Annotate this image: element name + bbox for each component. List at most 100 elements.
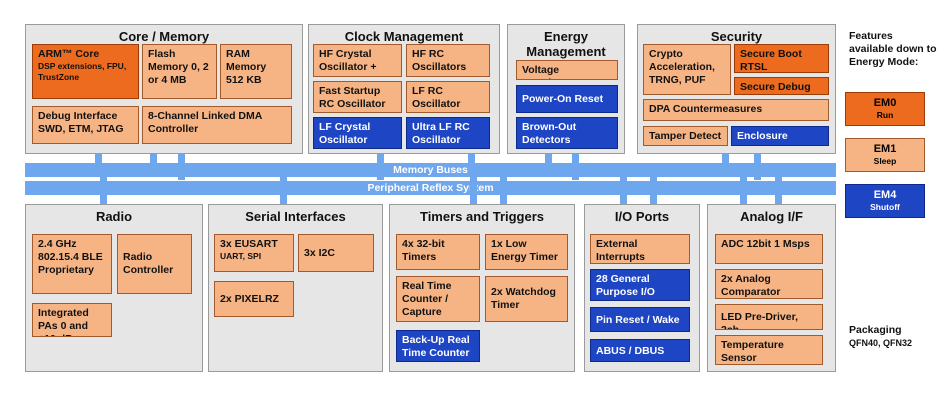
crypto-acceleration-block: Crypto Acceleration, TRNG, PUF: [643, 44, 731, 95]
block-label: Fast Startup RC Oscillator: [319, 85, 386, 110]
ultra-lf-rc-oscillator-block: Ultra LF RC Oscillator: [406, 117, 490, 149]
bus-connector: [740, 177, 747, 204]
enclosure-tamper-block: Enclosure Tamper: [731, 126, 829, 146]
hf-rc-oscillator-block: HF RC Oscillators: [406, 44, 490, 77]
group-title: Analog I/F: [740, 209, 803, 224]
block-label: 3x I2C: [304, 247, 335, 259]
bus-connector: [95, 154, 102, 163]
block-label: Real Time Counter / Capture: [402, 280, 452, 318]
legend-sublabel: Run: [876, 110, 894, 120]
bus-label: Memory Buses: [393, 164, 468, 176]
packaging-title: Packaging: [849, 324, 902, 336]
block-label: 2.4 GHz 802.15.4 BLE Proprietary: [38, 238, 103, 276]
block-label: 2x PIXELRZ: [220, 293, 279, 305]
radio-controller-block: Radio Controller: [117, 234, 192, 294]
block-label: 3x EUSART: [220, 238, 278, 250]
tamper-detect-block: Tamper Detect: [643, 126, 728, 146]
led-pre-driver-block: LED Pre-Driver, 2ch: [715, 304, 823, 330]
lf-crystal-oscillator-block: LF Crystal Oscillator: [313, 117, 402, 149]
secure-debug-block: Secure Debug: [734, 77, 829, 95]
gpio-block: 28 General Purpose I/O: [590, 269, 690, 301]
debug-interface-block: Debug Interface SWD, ETM, JTAG: [32, 106, 139, 144]
group-title: Radio: [95, 209, 133, 224]
voltage-regulators-block: Voltage Regulators: [516, 60, 618, 80]
group-title: Security: [710, 29, 763, 44]
block-sublabel: UART, SPI: [220, 251, 262, 261]
bus-connector: [620, 177, 627, 204]
hf-crystal-oscillator-block: HF Crystal Oscillator + PLL: [313, 44, 402, 77]
block-label: Tamper Detect: [649, 130, 722, 142]
block-label: ARM™ Core: [38, 48, 100, 60]
bus-connector: [150, 154, 157, 163]
block-label: RAM Memory 512 KB: [226, 48, 267, 86]
block-label: Brown-Out Detectors: [522, 121, 577, 146]
temperature-sensor-block: Temperature Sensor: [715, 335, 823, 365]
radio-band-block: 2.4 GHz 802.15.4 BLE Proprietary: [32, 234, 112, 294]
block-label: Power-On Reset: [522, 93, 604, 105]
block-label: Secure Boot RTSL: [740, 48, 802, 73]
analog-comparator-block: 2x Analog Comparator: [715, 269, 823, 299]
adc-block: ADC 12bit 1 Msps: [715, 234, 823, 264]
block-label: 28 General Purpose I/O: [596, 273, 655, 298]
memory-bus: Memory Buses: [25, 163, 836, 177]
group-title: Serial Interfaces: [245, 209, 346, 224]
bus-connector: [650, 177, 657, 204]
block-label: Temperature Sensor: [721, 339, 784, 364]
secure-boot-block: Secure Boot RTSL: [734, 44, 829, 73]
block-label: LED Pre-Driver, 2ch: [721, 311, 799, 330]
bus-connector: [545, 154, 552, 163]
legend-em4: EM4 Shutoff: [845, 184, 925, 218]
external-interrupts-block: External Interrupts: [590, 234, 690, 264]
legend-label: EM1: [873, 143, 897, 155]
fast-startup-rc-oscillator-block: Fast Startup RC Oscillator: [313, 81, 402, 113]
legend-sublabel: Shutoff: [870, 202, 900, 212]
block-label: Flash Memory 0, 2 or 4 MB: [148, 48, 209, 86]
bus-connector: [470, 177, 477, 204]
pin-reset-wake-block: Pin Reset / Wake: [590, 307, 690, 332]
legend-em0: EM0 Run: [845, 92, 925, 126]
block-label: Debug Interface SWD, ETM, JTAG: [38, 110, 124, 135]
block-label: ADC 12bit 1 Msps: [721, 238, 810, 250]
abus-dbus-block: ABUS / DBUS: [590, 339, 690, 362]
block-label: HF Crystal Oscillator + PLL: [319, 48, 377, 76]
bus-connector: [100, 177, 107, 204]
ram-memory-block: RAM Memory 512 KB: [220, 44, 292, 99]
bus-connector: [500, 177, 507, 204]
block-label: 4x 32-bit Timers: [402, 238, 445, 263]
group-title: I/O Ports: [614, 209, 670, 224]
group-title: Clock Management: [344, 29, 464, 44]
block-label: LF RC Oscillator: [412, 85, 461, 110]
bus-connector: [775, 177, 782, 204]
backup-real-time-counter-block: Back-Up Real Time Counter: [396, 330, 480, 362]
block-label: HF RC Oscillators: [412, 48, 467, 73]
peripheral-reflex-system-bus: Peripheral Reflex System: [25, 181, 836, 195]
arm-core-block: ARM™ Core DSP extensions, FPU, TrustZone: [32, 44, 139, 99]
block-label: Secure Debug: [740, 81, 811, 93]
block-label: ABUS / DBUS: [596, 345, 665, 357]
group-title: Energy Management: [526, 29, 606, 59]
low-energy-timer-block: 1x Low Energy Timer: [485, 234, 568, 270]
block-label: Voltage Regulators: [522, 64, 577, 79]
block-label: Integrated PAs 0 and +10 dBm: [38, 307, 89, 336]
legend-em1: EM1 Sleep: [845, 138, 925, 172]
block-label: Back-Up Real Time Counter: [402, 334, 470, 359]
block-label: 2x Watchdog Timer: [491, 286, 556, 311]
block-label: Pin Reset / Wake: [596, 314, 680, 326]
block-label: 2x Analog Comparator: [721, 273, 781, 298]
legend-title: Features available down to Energy Mode:: [849, 30, 937, 68]
block-label: 8-Channel Linked DMA Controller: [148, 110, 262, 135]
block-sublabel: DSP extensions, FPU, TrustZone: [38, 61, 127, 82]
packaging-value: QFN40, QFN32: [849, 338, 913, 348]
legend-label: EM0: [873, 97, 897, 109]
block-label: Crypto Acceleration, TRNG, PUF: [649, 48, 715, 86]
block-label: Ultra LF RC Oscillator: [412, 121, 470, 146]
timer-32bit-block: 4x 32-bit Timers: [396, 234, 480, 270]
bus-connector: [468, 154, 475, 163]
bus-connector: [722, 154, 729, 163]
lf-rc-oscillator-block: LF RC Oscillator: [406, 81, 490, 113]
power-on-reset-block: Power-On Reset: [516, 85, 618, 113]
block-label: Enclosure Tamper: [737, 130, 788, 145]
flash-memory-block: Flash Memory 0, 2 or 4 MB: [142, 44, 217, 99]
block-label: 1x Low Energy Timer: [491, 238, 558, 263]
block-label: DPA Countermeasures: [649, 103, 763, 115]
